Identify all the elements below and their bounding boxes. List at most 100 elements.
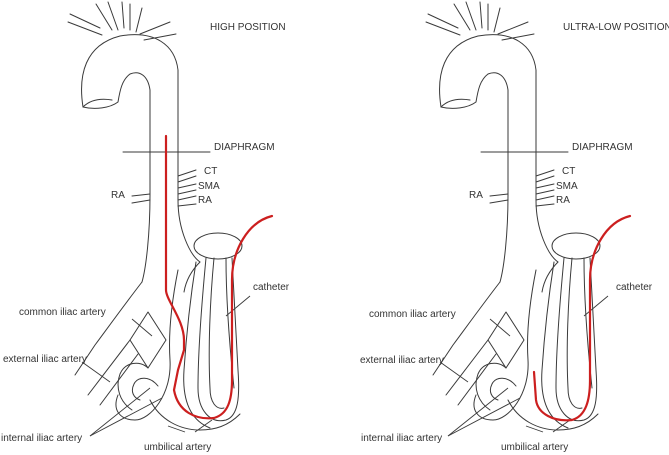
diaphragm-label: DIAPHRAGM bbox=[214, 142, 275, 153]
neck-vessel-8 bbox=[139, 21, 171, 35]
neck-vessel-9 bbox=[143, 33, 177, 41]
ct-label: CT bbox=[562, 166, 575, 177]
external-iliac-leader bbox=[81, 361, 111, 383]
external-iliac-a bbox=[445, 339, 489, 396]
umbilical-label: umbilical artery bbox=[144, 442, 211, 453]
ct-branch-b bbox=[177, 175, 197, 183]
ra-right-branch-b bbox=[535, 203, 555, 207]
sma-branch-b bbox=[535, 189, 555, 195]
ascending-aorta bbox=[440, 98, 471, 108]
ra-left-branch-a bbox=[489, 193, 509, 197]
ra-left-label: RA bbox=[469, 190, 483, 201]
ra-right-label: RA bbox=[556, 195, 570, 206]
internal-iliac-leader-b bbox=[89, 397, 163, 437]
internal-iliac-loop bbox=[117, 362, 149, 411]
aortic-arch-outer bbox=[439, 34, 559, 263]
catheter-leader bbox=[583, 295, 609, 317]
panel-title: ULTRA-LOW POSITION bbox=[563, 22, 669, 33]
internal-iliac-leader-b bbox=[447, 397, 521, 437]
internal-iliac-label: internal iliac artery bbox=[361, 433, 442, 444]
aortic-arch-inner bbox=[82, 72, 151, 283]
sma-branch-a bbox=[535, 183, 555, 189]
ra-left-label: RA bbox=[111, 190, 125, 201]
sma-branch-a bbox=[177, 183, 197, 189]
bladder-ellipse bbox=[551, 232, 601, 260]
panel-high-position: HIGH POSITION DIAPHRAGM CT SMA RA RA cat… bbox=[1, 1, 290, 453]
panel-title: HIGH POSITION bbox=[210, 22, 286, 33]
umbilical-right-inner-limb bbox=[566, 257, 583, 409]
lower-junction-curve bbox=[149, 399, 241, 431]
internal-iliac-leader-a bbox=[89, 387, 151, 437]
ra-left-branch-a bbox=[131, 193, 151, 197]
internal-iliac-loop bbox=[475, 362, 507, 411]
neck-vessel-4 bbox=[465, 1, 477, 31]
umbilical-label: umbilical artery bbox=[501, 442, 568, 453]
bifurcation-diamond bbox=[487, 311, 525, 369]
catheter-label: catheter bbox=[253, 282, 290, 293]
ct-branch-a bbox=[177, 169, 197, 177]
internal-iliac-inner bbox=[131, 377, 159, 401]
internal-iliac-leader-a bbox=[447, 387, 509, 437]
external-iliac-label: external iliac artery bbox=[3, 354, 87, 365]
neck-vessel-7 bbox=[493, 7, 501, 33]
common-iliac-label: common iliac artery bbox=[19, 307, 106, 318]
aortic-arch-inner bbox=[440, 72, 509, 283]
bifurcation-diamond bbox=[129, 311, 167, 369]
umbilical-leader-b bbox=[194, 419, 213, 433]
common-iliac-left-outer bbox=[74, 281, 143, 376]
neck-vessel-5 bbox=[121, 1, 125, 29]
neck-vessel-9 bbox=[501, 33, 535, 41]
umbilical-right-inner bbox=[183, 261, 211, 429]
neck-vessel-1 bbox=[427, 13, 459, 29]
bladder-ellipse bbox=[193, 232, 243, 260]
umbilical-leader-a bbox=[525, 425, 544, 433]
ra-left-branch-b bbox=[489, 199, 509, 204]
umbilical-right-limb bbox=[197, 257, 240, 422]
neck-vessel-8 bbox=[497, 21, 529, 35]
catheter-line bbox=[532, 214, 632, 422]
common-iliac-right-outer bbox=[183, 261, 201, 293]
ra-right-branch-a bbox=[177, 195, 197, 201]
aortic-arch-outer bbox=[81, 34, 201, 263]
common-iliac-left-outer bbox=[432, 281, 501, 376]
umbilical-right-inner-limb bbox=[208, 257, 225, 409]
common-iliac-label: common iliac artery bbox=[369, 309, 456, 320]
neck-vessel-3 bbox=[95, 3, 113, 31]
panel-ultra-low-position: ULTRA-LOW POSITION DIAPHRAGM CT SMA RA R… bbox=[360, 1, 669, 453]
umbilical-right-inner bbox=[541, 261, 569, 429]
umbilical-leader-a bbox=[167, 425, 186, 433]
ascending-aorta bbox=[82, 98, 113, 108]
umbilical-right-limb bbox=[555, 257, 598, 422]
umbilical-leader-b bbox=[552, 419, 571, 433]
neck-vessel-7 bbox=[135, 7, 143, 33]
external-iliac-label: external iliac artery bbox=[360, 355, 444, 366]
lower-junction-curve bbox=[507, 399, 599, 431]
external-iliac-a bbox=[87, 339, 131, 396]
common-iliac-leader bbox=[131, 318, 153, 337]
neck-vessel-4 bbox=[107, 1, 119, 31]
neck-vessel-1 bbox=[69, 13, 101, 29]
internal-iliac-inner bbox=[489, 377, 517, 401]
internal-iliac-label: internal iliac artery bbox=[1, 433, 82, 444]
sma-label: SMA bbox=[556, 181, 578, 192]
umbilical-loop-outer bbox=[115, 269, 179, 421]
ra-right-branch-b bbox=[177, 203, 197, 207]
vascular-anatomy bbox=[425, 1, 609, 437]
common-iliac-right-outer bbox=[541, 261, 559, 293]
ra-left-branch-b bbox=[131, 199, 151, 204]
ct-branch-a bbox=[535, 169, 555, 177]
catheter-leader bbox=[225, 295, 251, 317]
neck-vessel-2 bbox=[425, 21, 461, 36]
umbilical-loop-outer bbox=[473, 269, 537, 421]
neck-vessel-3 bbox=[453, 3, 471, 31]
neck-vessel-2 bbox=[67, 21, 103, 36]
ra-right-branch-a bbox=[535, 195, 555, 201]
external-iliac-leader bbox=[439, 361, 469, 383]
sma-branch-b bbox=[177, 189, 197, 195]
neck-vessel-5 bbox=[479, 1, 483, 29]
catheter-line bbox=[164, 134, 274, 420]
ct-label: CT bbox=[204, 166, 217, 177]
diaphragm-label: DIAPHRAGM bbox=[572, 142, 633, 153]
